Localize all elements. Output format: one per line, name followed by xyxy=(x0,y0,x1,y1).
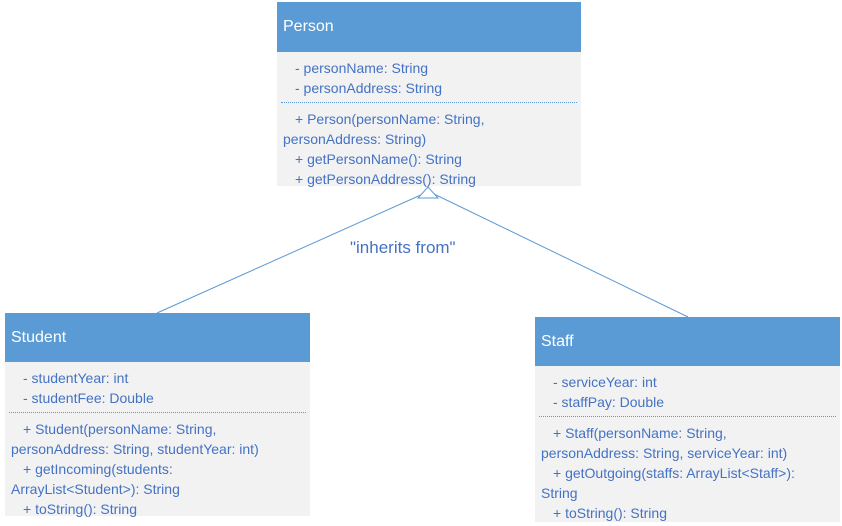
student-methods: + Student(personName: String, personAddr… xyxy=(5,413,310,521)
staff-attributes: - serviceYear: int - staffPay: Double xyxy=(535,366,840,414)
section-divider xyxy=(281,102,577,103)
method: + toString(): String xyxy=(23,501,137,517)
method: + getOutgoing(staffs: ArrayList<Staff>): xyxy=(553,465,795,481)
staff-methods: + Staff(personName: String, personAddres… xyxy=(535,417,840,525)
method: ArrayList<Student>): String xyxy=(11,481,180,497)
method: personAddress: String) xyxy=(283,131,427,147)
method: String xyxy=(541,485,578,501)
student-class-name: Student xyxy=(5,313,310,362)
attribute: - studentYear: int xyxy=(23,370,129,386)
attribute: - personName: String xyxy=(295,60,429,76)
method: + getIncoming(students: xyxy=(23,461,173,477)
attribute: - serviceYear: int xyxy=(553,374,657,390)
person-class-box[interactable]: Person - personName: String - personAddr… xyxy=(277,2,581,187)
person-class-name: Person xyxy=(277,2,581,52)
staff-to-person-line xyxy=(433,193,689,318)
attribute: - studentFee: Double xyxy=(23,390,154,406)
person-attributes: - personName: String - personAddress: St… xyxy=(277,52,581,100)
method: personAddress: String, studentYear: int) xyxy=(11,441,259,457)
method: + Person(personName: String, xyxy=(295,111,485,127)
method: + Staff(personName: String, xyxy=(553,425,727,441)
method: + getPersonName(): String xyxy=(295,151,462,167)
method: personAddress: String, serviceYear: int) xyxy=(541,445,788,461)
staff-class-name: Staff xyxy=(535,317,840,366)
section-divider xyxy=(539,416,836,417)
method: + getPersonAddress(): String xyxy=(295,171,476,187)
person-methods: + Person(personName: String, personAddre… xyxy=(277,103,581,191)
attribute: - personAddress: String xyxy=(295,80,443,96)
inherits-from-label: "inherits from" xyxy=(350,238,456,257)
section-divider xyxy=(9,412,306,413)
attribute: - staffPay: Double xyxy=(553,394,665,410)
student-class-box[interactable]: Student - studentYear: int - studentFee:… xyxy=(5,313,310,517)
student-attributes: - studentYear: int - studentFee: Double xyxy=(5,362,310,410)
method: + toString(): String xyxy=(553,505,667,521)
method: + Student(personName: String, xyxy=(23,421,217,437)
staff-class-box[interactable]: Staff - serviceYear: int - staffPay: Dou… xyxy=(535,317,840,522)
